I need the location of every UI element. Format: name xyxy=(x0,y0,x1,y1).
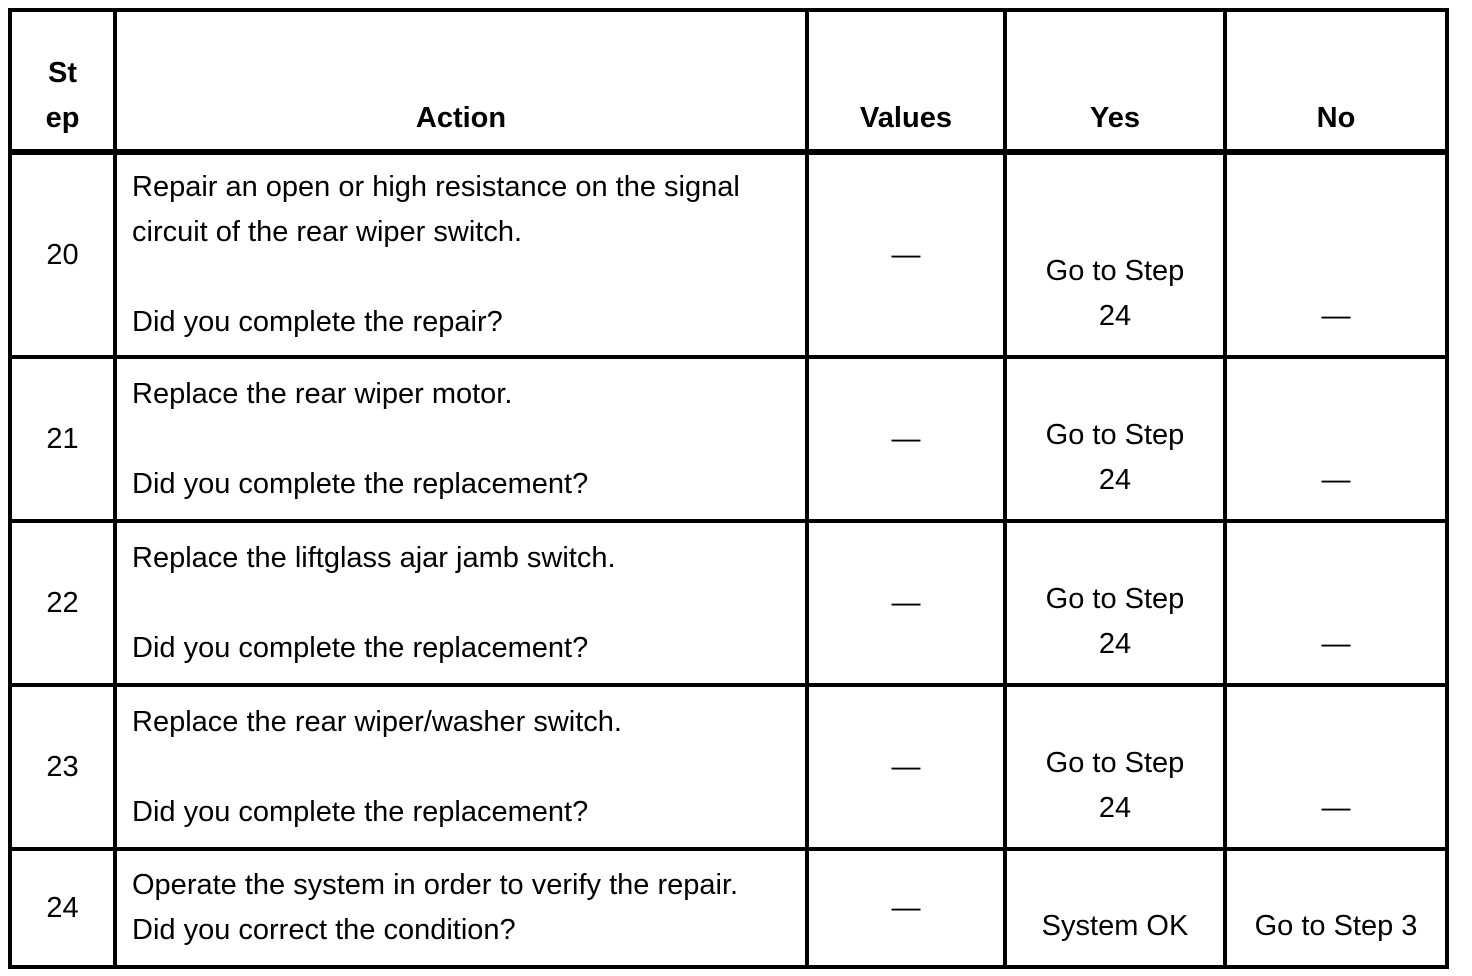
row-24-values: — xyxy=(805,847,1007,969)
row-21-values: — xyxy=(805,355,1007,523)
header-action: Action xyxy=(113,8,809,155)
row-20-values: — xyxy=(805,150,1007,359)
row-20-yes: Go to Step 24 xyxy=(1003,150,1227,359)
row-20-no: — xyxy=(1223,150,1449,359)
row-24-yes: System OK xyxy=(1003,847,1227,969)
row-22-step: 22 xyxy=(8,519,117,687)
header-yes: Yes xyxy=(1003,8,1227,155)
table-row-step-23: 23 Replace the rear wiper/washer switch.… xyxy=(8,683,1449,851)
row-20-action: Repair an open or high resistance on the… xyxy=(113,150,809,359)
row-23-no: — xyxy=(1223,683,1449,851)
diagnostic-table: St ep Action Values Yes No 20 Repair an … xyxy=(8,8,1449,969)
table-row-step-24: 24 Operate the system in order to verify… xyxy=(8,847,1449,969)
row-22-no: — xyxy=(1223,519,1449,687)
row-24-action: Operate the system in order to verify th… xyxy=(113,847,809,969)
row-24-no: Go to Step 3 xyxy=(1223,847,1449,969)
row-24-step: 24 xyxy=(8,847,117,969)
header-values: Values xyxy=(805,8,1007,155)
row-22-values: — xyxy=(805,519,1007,687)
row-23-yes: Go to Step 24 xyxy=(1003,683,1227,851)
row-23-action: Replace the rear wiper/washer switch. Di… xyxy=(113,683,809,851)
row-22-action: Replace the liftglass ajar jamb switch. … xyxy=(113,519,809,687)
row-21-action: Replace the rear wiper motor. Did you co… xyxy=(113,355,809,523)
row-23-step: 23 xyxy=(8,683,117,851)
row-21-no: — xyxy=(1223,355,1449,523)
header-step: St ep xyxy=(8,8,117,155)
table-header-row: St ep Action Values Yes No xyxy=(8,8,1449,155)
header-no: No xyxy=(1223,8,1449,155)
table-row-step-22: 22 Replace the liftglass ajar jamb switc… xyxy=(8,519,1449,687)
table-row-step-20: 20 Repair an open or high resistance on … xyxy=(8,150,1449,359)
row-22-yes: Go to Step 24 xyxy=(1003,519,1227,687)
row-20-step: 20 xyxy=(8,150,117,359)
row-21-yes: Go to Step 24 xyxy=(1003,355,1227,523)
table-row-step-21: 21 Replace the rear wiper motor. Did you… xyxy=(8,355,1449,523)
row-21-step: 21 xyxy=(8,355,117,523)
row-23-values: — xyxy=(805,683,1007,851)
